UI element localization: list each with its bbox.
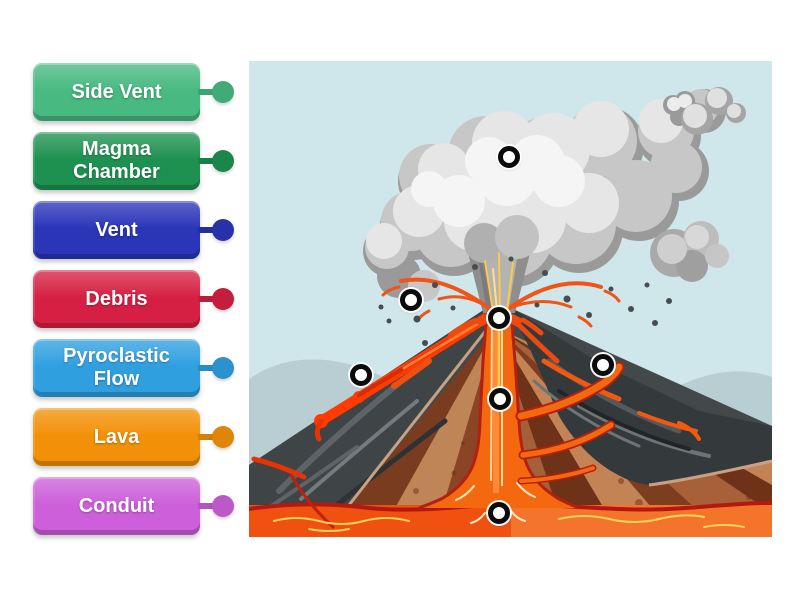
crater-eruption [381, 215, 621, 338]
lava-flow-left [251, 311, 494, 480]
connector-dot [212, 288, 234, 310]
connector-stem [198, 434, 218, 440]
connector-dot [212, 495, 234, 517]
target-marker-ash-cloud[interactable] [498, 146, 520, 168]
connector-dot [212, 219, 234, 241]
target-marker-debris-zone[interactable] [400, 289, 422, 311]
target-marker-right-slope[interactable] [592, 354, 614, 376]
target-marker-left-slope-lava[interactable] [350, 364, 372, 386]
label-text: Debris [85, 287, 148, 310]
draggable-label-vent[interactable]: Vent [33, 201, 235, 259]
label-text: Lava [93, 425, 140, 448]
draggable-label-conduit[interactable]: Conduit [33, 477, 235, 535]
label-box[interactable]: Debris [33, 270, 200, 328]
ash-cloud [363, 87, 746, 302]
connector-stem [198, 89, 218, 95]
label-box[interactable]: Vent [33, 201, 200, 259]
label-text: Pyroclastic Flow [63, 345, 170, 390]
connector-dot [212, 426, 234, 448]
label-text: Side Vent [71, 80, 162, 103]
connector-dot [212, 150, 234, 172]
connector-dot [212, 357, 234, 379]
connector-stem [198, 158, 218, 164]
label-box[interactable]: Pyroclastic Flow [33, 339, 200, 397]
connector-stem [198, 365, 218, 371]
diagram-panel [249, 61, 772, 537]
label-box[interactable]: Magma Chamber [33, 132, 200, 190]
draggable-label-lava[interactable]: Lava [33, 408, 235, 466]
draggable-label-magma-chamber[interactable]: Magma Chamber [33, 132, 235, 190]
draggable-label-debris[interactable]: Debris [33, 270, 235, 328]
target-marker-magma-chamber-base[interactable] [488, 502, 510, 524]
label-box[interactable]: Conduit [33, 477, 200, 535]
label-text: Conduit [78, 494, 155, 517]
label-text: Vent [95, 218, 138, 241]
lava-veins [289, 361, 625, 529]
magma-highlights [273, 510, 745, 532]
volcano-illustration [249, 61, 772, 537]
label-text: Magma Chamber [73, 138, 160, 183]
diagram-targets [249, 61, 772, 537]
connector-stem [198, 227, 218, 233]
target-marker-conduit-channel[interactable] [489, 388, 511, 410]
connector-stem [198, 503, 218, 509]
draggable-label-pyroclastic-flow[interactable]: Pyroclastic Flow [33, 339, 235, 397]
draggable-label-side-vent[interactable]: Side Vent [33, 63, 235, 121]
connector-stem [198, 296, 218, 302]
connector-dot [212, 81, 234, 103]
label-box[interactable]: Lava [33, 408, 200, 466]
label-box[interactable]: Side Vent [33, 63, 200, 121]
debris-rocks [378, 256, 672, 346]
target-marker-crater-vent[interactable] [488, 307, 510, 329]
